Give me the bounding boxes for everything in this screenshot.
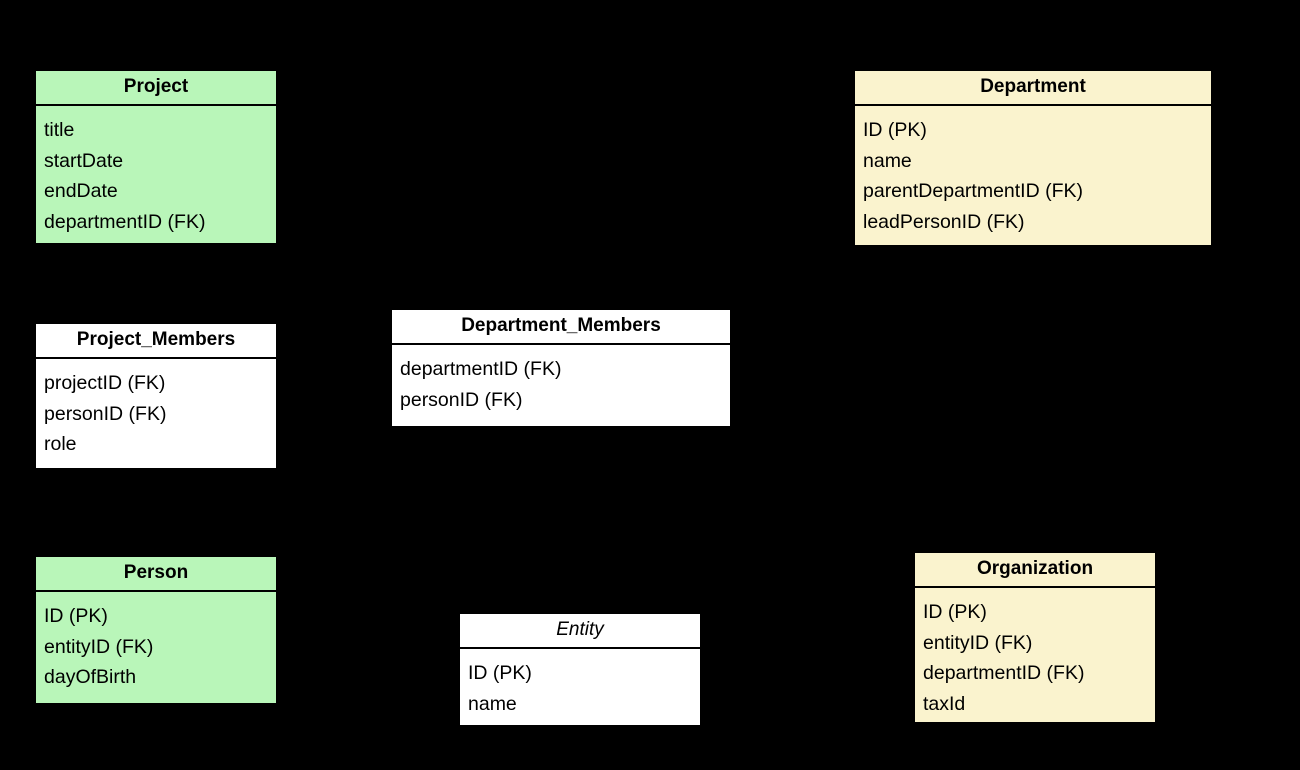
attribute-row: endDate [44,180,118,202]
entity-box-organization[interactable]: Organization ID (PK) entityID (FK) departme… [913,551,1157,724]
entity-attributes-project_members: projectID (FK) personID (FK) role [36,359,276,460]
entity-attributes-person: ID (PK) entityID (FK) dayOfBirth [36,592,276,693]
entity-title-person: Person [36,557,276,592]
attribute-row: departmentID (FK) [400,358,562,380]
entity-box-entity[interactable]: Entity ID (PK) name [458,612,702,727]
attribute-row: role [44,433,77,455]
attribute-row: name [468,692,517,715]
attribute-row: startDate [44,149,124,172]
entity-attributes-department_members: departmentID (FK) personID (FK) [392,345,730,415]
attribute-row: ID (PK) [44,605,108,627]
attribute-row: departmentID (FK) [923,662,1085,684]
attribute-row: name [863,149,912,172]
attribute-row: ID (PK) [468,662,532,684]
attribute-row: personID (FK) [44,402,167,425]
attribute-row: parentDepartmentID (FK) [863,180,1083,202]
attribute-row: ID (PK) [863,119,927,141]
attribute-row: personID (FK) [400,388,523,411]
attribute-row: departmentID (FK) [44,210,206,233]
attribute-row: title [44,119,75,141]
entity-title-project: Project [36,71,276,106]
entity-attributes-organization: ID (PK) entityID (FK) departmentID (FK) tax… [915,588,1155,719]
attribute-row: ID (PK) [923,601,987,623]
entity-attributes-project: title startDate endDate departmentID (FK) [36,106,276,237]
attribute-row: taxId [923,692,966,715]
attribute-row: entityID (FK) [44,635,154,658]
attribute-row: projectID (FK) [44,372,166,394]
entity-attributes-department: ID (PK) name parentDepartmentID (FK) leadPe… [855,106,1211,237]
entity-title-project_members: Project_Members [36,324,276,359]
entity-box-project_members[interactable]: Project_Members projectID (FK) personID (F… [34,322,278,470]
entity-box-project[interactable]: Project title startDate endDate departmentID… [34,69,278,245]
entity-title-organization: Organization [915,553,1155,588]
entity-title-department: Department [855,71,1211,106]
entity-box-person[interactable]: Person ID (PK) entityID (FK) dayOfBirth [34,555,278,705]
entity-title-entity: Entity [460,614,700,649]
entity-title-department_members: Department_Members [392,310,730,345]
attribute-row: entityID (FK) [923,631,1033,654]
entity-box-department[interactable]: Department ID (PK) name parentDepartmentID … [853,69,1213,247]
attribute-row: leadPersonID (FK) [863,210,1025,233]
entity-box-department_members[interactable]: Department_Members departmentID (FK) perso… [390,308,732,428]
attribute-row: dayOfBirth [44,666,137,688]
entity-attributes-entity: ID (PK) name [460,649,700,719]
